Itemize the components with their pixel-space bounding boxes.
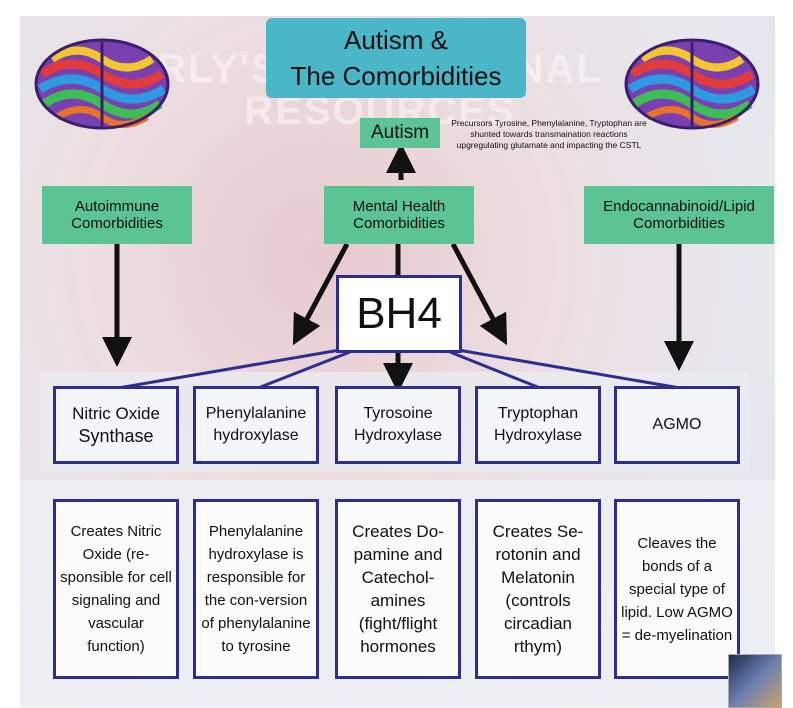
arrow-mental-left (292, 242, 350, 346)
enzyme-line-1: Phenylalanine (205, 405, 307, 422)
description-phenylalanine-hydroxylase: Phenylalanine hydroxylase is responsible… (193, 499, 319, 679)
autism-box: Autism (360, 118, 440, 148)
autoimmune-comorbidities-box: Autoimmune Comorbidities (42, 186, 192, 244)
description-nitric-oxide-synthase: Creates Nitric Oxide (re-sponsible for c… (53, 499, 179, 679)
dna-brain-icon-right (624, 38, 760, 130)
lab-thumbnail-image (728, 654, 782, 708)
title-line-2: The Comorbidities (290, 61, 502, 91)
enzyme-line-1: AGMO (652, 416, 702, 433)
enzyme-line-2: hydroxylase (213, 427, 299, 444)
enzyme-line-2: Synthase (78, 426, 154, 446)
enzyme-phenylalanine-hydroxylase: Phenylalanine hydroxylase (193, 386, 319, 464)
enzyme-tyrosine-hydroxylase: Tyrosoine Hydroxylase (335, 386, 461, 464)
description-tyrosine-hydroxylase: Creates Do-pamine and Catechol-amines (f… (335, 499, 461, 679)
title-line-1: Autism & (343, 25, 449, 55)
enzyme-nitric-oxide-synthase: Nitric Oxide Synthase (53, 386, 179, 464)
mental-health-line-1: Mental Health (352, 198, 446, 215)
bh4-to-ph-line (257, 350, 351, 390)
mental-health-comorbidities-box: Mental Health Comorbidities (324, 186, 474, 244)
autoimmune-line-1: Autoimmune (74, 198, 160, 215)
arrow-mental-right (450, 242, 508, 346)
enzyme-line-1: Tryptophan (497, 405, 579, 422)
enzyme-agmo: AGMO (614, 386, 740, 464)
autism-note: Precursors Tyrosine, Phenylalanine, Tryp… (451, 118, 647, 150)
bh4-to-tph-line (449, 350, 541, 390)
autoimmune-line-2: Comorbidities (71, 215, 163, 232)
enzyme-line-2: Hydroxylase (353, 427, 443, 444)
enzyme-line-1: Nitric Oxide (72, 404, 160, 423)
enzyme-line-1: Tyrosoine (363, 405, 433, 422)
enzyme-tryptophan-hydroxylase: Tryptophan Hydroxylase (475, 386, 601, 464)
bh4-to-nos-line (117, 348, 341, 390)
description-agmo: Cleaves the bonds of a special type of l… (614, 499, 740, 679)
bh4-box: BH4 (336, 275, 462, 353)
endocannabinoid-line-1: Endocannabinoid/Lipid (603, 198, 755, 215)
dna-brain-icon-left (34, 38, 170, 130)
title-box: Autism & The Comorbidities (266, 18, 526, 98)
endocannabinoid-comorbidities-box: Endocannabinoid/Lipid Comorbidities (584, 186, 774, 244)
enzyme-line-2: Hydroxylase (493, 427, 583, 444)
bh4-to-agmo-line (457, 348, 681, 390)
endocannabinoid-line-2: Comorbidities (633, 215, 725, 232)
description-tryptophan-hydroxylase: Creates Se-rotonin and Melatonin (contro… (475, 499, 601, 679)
mental-health-line-2: Comorbidities (353, 215, 445, 232)
